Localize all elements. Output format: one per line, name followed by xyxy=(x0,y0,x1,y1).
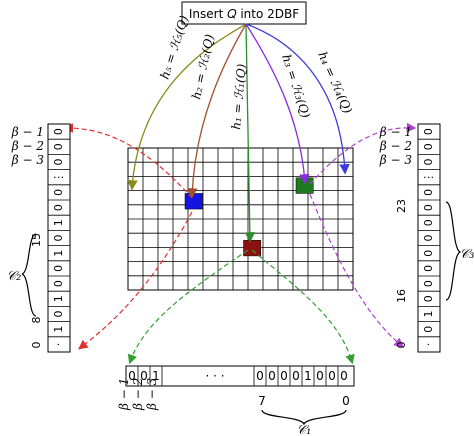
vector-bit: 0 xyxy=(268,369,276,383)
vector-border xyxy=(417,123,441,353)
bottom-vector-border xyxy=(125,365,355,387)
vector-bit: 0 xyxy=(422,128,435,135)
right-index-23: 23 xyxy=(395,199,408,213)
vector-bit: 0 xyxy=(52,280,65,287)
bottom-index-7: 7 xyxy=(258,394,266,408)
title-text: Insert 𝑄 into 2DBF xyxy=(189,7,299,21)
hash-label-h3: h₃ = ℋ₃(𝑄) xyxy=(279,53,313,120)
vector-bit: 0 xyxy=(422,204,435,211)
right-index-0: 0 xyxy=(395,342,408,349)
red-cell xyxy=(243,240,261,257)
vector-bit: 0 xyxy=(422,265,435,272)
vector-bit: 1 xyxy=(52,219,65,226)
right-beta-3: β − 3 xyxy=(379,153,413,167)
dashed-arrow-blue-to-left-bottom xyxy=(78,211,193,350)
vector-bit: 0 xyxy=(340,369,348,383)
vector-bit: 1 xyxy=(422,311,435,318)
vector-bit: 0 xyxy=(422,250,435,257)
bottom-beta-1: β − 1 xyxy=(117,378,131,411)
left-vector: 0 0 0 ⋮ 0 0 1 0 1 0 0 1 0 1 · xyxy=(47,123,71,353)
right-index-16: 16 xyxy=(395,289,408,303)
arrow-h3 xyxy=(245,23,310,185)
vector-bit: · xyxy=(52,343,65,347)
left-beta-1: β − 1 xyxy=(11,125,44,139)
bloom-filter-grid xyxy=(127,147,354,291)
vector-bit: 0 xyxy=(256,369,264,383)
vector-bit: 0 xyxy=(422,143,435,150)
vector-bit: 0 xyxy=(422,219,435,226)
dashed-arrow-red-to-bottom-left xyxy=(127,249,249,365)
vector-bit: 0 xyxy=(292,369,300,383)
vector-bit: ⋮ xyxy=(422,172,435,183)
vector-bit: 0 xyxy=(52,265,65,272)
bottom-beta-2: β − 2 xyxy=(131,378,145,411)
bottom-brace xyxy=(261,409,347,426)
bottom-bracket-label: 𝒞₁ xyxy=(297,423,312,436)
vector-bit: 0 xyxy=(422,326,435,333)
vector-bit: 0 xyxy=(422,189,435,196)
dashed-arrow-red-to-bottom-right xyxy=(251,249,355,365)
blue-cell xyxy=(184,193,203,210)
vector-bit: 0 xyxy=(52,311,65,318)
vector-bit: 0 xyxy=(140,369,148,383)
hash-label-h1: h₁ = ℋ₁(𝑄) xyxy=(229,63,249,130)
vector-bit: 0 xyxy=(422,235,435,242)
dashed-arrow-green-to-right-bottom xyxy=(309,193,404,348)
vector-bit: 0 xyxy=(52,143,65,150)
arrow-h2 xyxy=(187,23,247,199)
vector-bit: 0 xyxy=(52,159,65,166)
right-beta-2: β − 2 xyxy=(379,139,412,153)
left-index-0: 0 xyxy=(30,342,43,349)
hash-label-h5: h₅ = ℋ₅(𝑄) xyxy=(158,13,192,80)
vector-bit: 0 xyxy=(422,295,435,302)
left-bracket-label: 𝒞₂ xyxy=(7,269,22,284)
vector-bit: ⋮ xyxy=(52,172,65,183)
vector-bit: 1 xyxy=(304,369,312,383)
vector-bit: 0 xyxy=(328,369,336,383)
vector-bit: 0 xyxy=(128,369,136,383)
left-beta-2: β − 2 xyxy=(11,139,44,153)
hash-label-h2: h₂ = ℋ₂(𝑄) xyxy=(189,33,217,101)
vector-bit: 1 xyxy=(52,295,65,302)
dashed-arrow-blue-to-left-top xyxy=(63,123,193,199)
vector-bit: 0 xyxy=(52,204,65,211)
right-bracket-label: 𝒞₃ xyxy=(460,247,474,262)
left-beta-3: β − 3 xyxy=(11,153,45,167)
left-brace xyxy=(21,233,37,317)
vector-bit: · xyxy=(422,343,435,347)
vector-bit: 1 xyxy=(52,326,65,333)
bottom-index-0: 0 xyxy=(342,394,350,408)
right-vector: 0 0 0 ⋮ 0 0 0 0 0 0 0 0 1 0 · xyxy=(417,123,441,353)
vector-bit: 0 xyxy=(52,235,65,242)
arrow-h1 xyxy=(244,23,256,243)
right-brace xyxy=(445,201,462,301)
vector-bit: 1 xyxy=(52,250,65,257)
arrow-h5 xyxy=(127,23,247,191)
vector-bit: 0 xyxy=(52,128,65,135)
vector-border xyxy=(47,123,71,353)
title-box xyxy=(181,1,307,25)
vector-bit: 0 xyxy=(280,369,288,383)
vector-bit: 0 xyxy=(52,189,65,196)
vector-bit: 0 xyxy=(316,369,324,383)
arrow-h4 xyxy=(245,23,350,175)
hash-label-h4: h₄ = ℋ₄(𝑄) xyxy=(315,50,355,116)
vector-bit: 0 xyxy=(422,280,435,287)
vector-bit: 0 xyxy=(422,159,435,166)
right-beta-1: β − 1 xyxy=(379,125,412,139)
bottom-beta-3: β − 3 xyxy=(145,377,159,411)
vector-bit: 1 xyxy=(152,369,160,383)
dashed-arrow-green-to-right-top xyxy=(309,122,417,185)
vector-ellipsis: · · · xyxy=(205,369,224,383)
left-index-8: 8 xyxy=(30,317,43,324)
